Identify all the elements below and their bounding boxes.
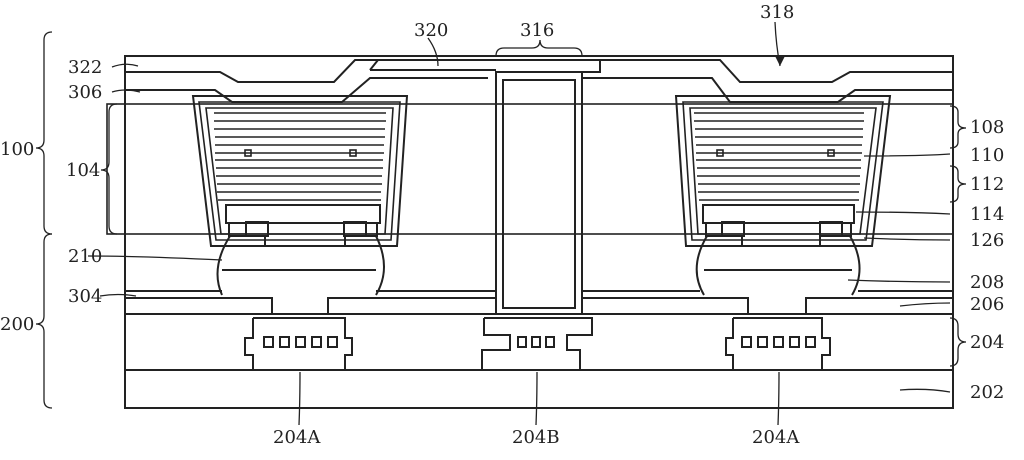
label-200: 200 bbox=[0, 314, 34, 335]
label-104: 104 bbox=[66, 160, 100, 181]
leader-lines bbox=[87, 21, 951, 426]
label-204b: 204B bbox=[512, 427, 560, 448]
label-114: 114 bbox=[970, 204, 1004, 225]
conductive-feature-204a-left bbox=[244, 317, 353, 370]
reference-labels: 100 104 200 210 304 306 322 320 316 318 … bbox=[0, 2, 1004, 448]
label-100: 100 bbox=[0, 139, 34, 160]
die-right bbox=[674, 95, 892, 296]
label-206: 206 bbox=[970, 294, 1004, 315]
label-204: 204 bbox=[970, 332, 1004, 353]
label-208: 208 bbox=[970, 272, 1004, 293]
label-112: 112 bbox=[970, 174, 1004, 195]
label-320: 320 bbox=[414, 20, 448, 41]
die-left bbox=[191, 95, 409, 296]
label-318: 318 bbox=[760, 2, 794, 23]
label-126: 126 bbox=[970, 230, 1004, 251]
label-316: 316 bbox=[520, 20, 554, 41]
stack-layers-right bbox=[694, 112, 864, 201]
label-306: 306 bbox=[68, 82, 102, 103]
label-204a-right: 204A bbox=[752, 427, 800, 448]
braces bbox=[35, 31, 967, 409]
conductive-feature-204a-right bbox=[725, 317, 831, 370]
label-204a-left: 204A bbox=[273, 427, 321, 448]
conductive-feature-204b bbox=[481, 317, 593, 370]
substrate-202 bbox=[124, 369, 954, 409]
label-110: 110 bbox=[970, 145, 1004, 166]
label-202: 202 bbox=[970, 382, 1004, 403]
label-108: 108 bbox=[970, 117, 1004, 138]
stack-layers-left bbox=[214, 112, 386, 201]
label-322: 322 bbox=[68, 57, 102, 78]
label-304: 304 bbox=[68, 286, 102, 307]
bond-pad-layer-206 bbox=[124, 297, 954, 315]
arrow-318-icon bbox=[775, 56, 785, 66]
through-via-316 bbox=[495, 71, 583, 315]
label-210: 210 bbox=[68, 246, 102, 267]
